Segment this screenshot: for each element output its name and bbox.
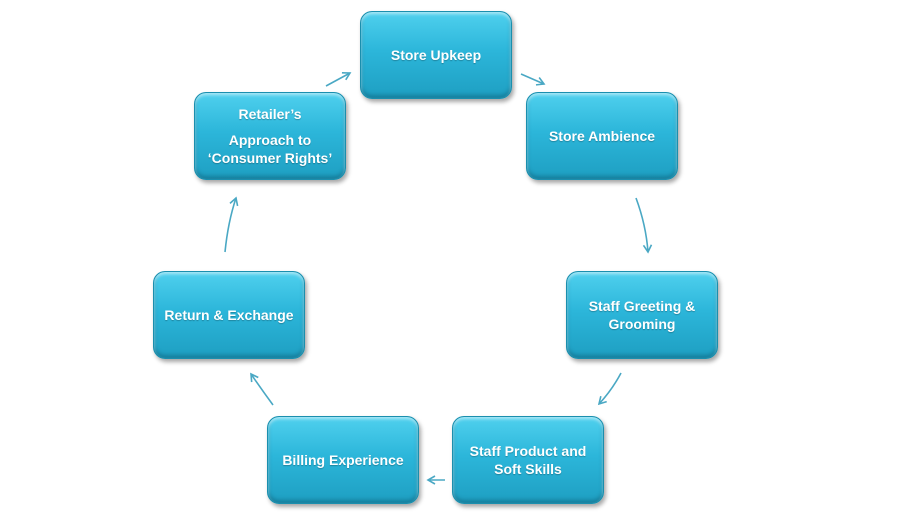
node-staff-greeting: Staff Greeting & Grooming: [566, 271, 718, 359]
arrow-billing-to-return: [250, 372, 274, 406]
node-store-upkeep: Store Upkeep: [360, 11, 512, 99]
arrow-ambience-to-greeting: [635, 197, 653, 254]
node-label: ‘Consumer Rights’: [207, 150, 333, 166]
node-label: Soft Skills: [494, 461, 562, 477]
node-label: Store Ambience: [548, 128, 656, 144]
node-label: Store Upkeep: [390, 47, 482, 63]
arrow-upkeep-to-ambience: [520, 73, 546, 86]
node-label: Billing Experience: [282, 452, 404, 468]
node-label: Staff Product and: [469, 443, 587, 459]
node-billing: Billing Experience: [267, 416, 419, 504]
node-label: Grooming: [608, 316, 676, 332]
node-return: Return & Exchange: [153, 271, 305, 359]
node-label: Staff Greeting &: [588, 298, 696, 314]
arrow-retailer-to-upkeep: [325, 72, 352, 87]
node-label: Retailer’s: [238, 106, 302, 122]
node-label: Approach to: [228, 132, 312, 148]
node-store-ambience: Store Ambience: [526, 92, 678, 180]
arrow-return-to-retailer: [224, 196, 239, 253]
node-label: Return & Exchange: [164, 307, 294, 323]
node-staff-product: Staff Product and Soft Skills: [452, 416, 604, 504]
node-retailer: Retailer’s Approach to ‘Consumer Rights’: [194, 92, 346, 180]
arrow-greeting-to-product: [597, 372, 622, 406]
